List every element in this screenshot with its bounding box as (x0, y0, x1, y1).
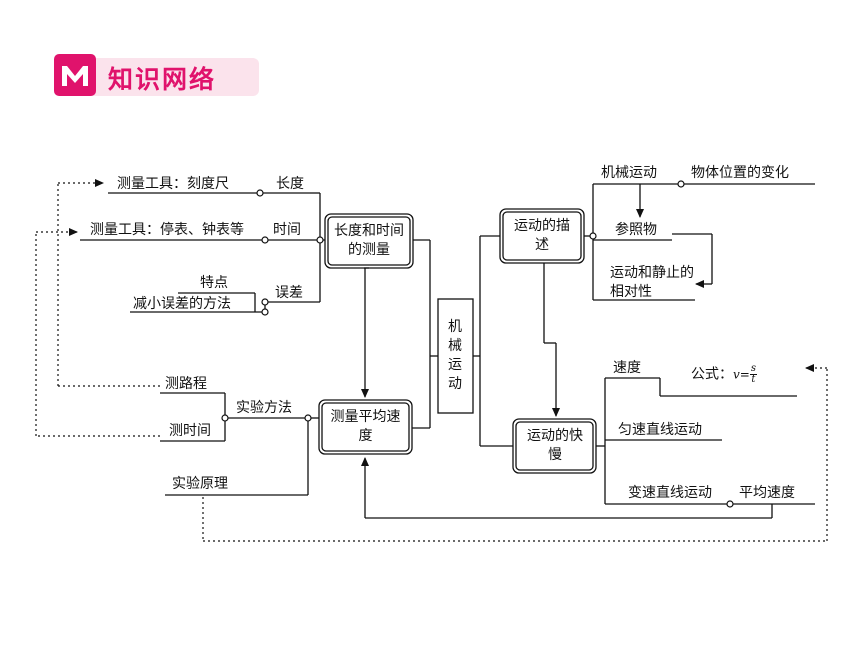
label-error: 误差 (275, 285, 303, 301)
formula-label: 公式： (691, 366, 733, 383)
box-mechanical-motion: 机械运动 (448, 319, 462, 392)
box-motion-description: 运动的描述 (514, 218, 570, 253)
label-reference: 参照物 (615, 222, 657, 238)
label-measure-time: 测时间 (169, 423, 211, 439)
label-experiment-principle: 实验原理 (172, 476, 228, 492)
label-speed: 速度 (613, 360, 641, 376)
label-tool-length: 测量工具：刻度尺 (117, 176, 229, 192)
label-variable-motion: 变速直线运动 (628, 485, 712, 501)
label-average-speed: 平均速度 (739, 485, 795, 501)
knowledge-icon (54, 54, 96, 96)
page-title: 知识网络 (108, 65, 217, 94)
box-length-time: 长度和时间的测量 (334, 223, 404, 258)
label-measure-distance: 测路程 (165, 376, 207, 392)
label-mechanical-motion: 机械运动 (601, 165, 657, 181)
label-experiment-method: 实验方法 (236, 400, 292, 416)
box-motion-speed: 运动的快慢 (527, 428, 583, 463)
label-relativity: 运动和静止的相对性 (610, 265, 694, 300)
box-average-speed: 测量平均速度 (330, 409, 401, 444)
label-position-change: 物体位置的变化 (691, 165, 789, 181)
formula-lhs: v= (733, 367, 750, 382)
label-time: 时间 (273, 222, 301, 238)
label-tool-time: 测量工具：停表、钟表等 (90, 222, 244, 238)
formula-numerator: s (749, 363, 757, 375)
formula-denominator: t (751, 374, 756, 385)
label-uniform-motion: 匀速直线运动 (618, 422, 702, 438)
label-feature: 特点 (200, 275, 228, 291)
label-reduce-error: 减小误差的方法 (133, 296, 231, 312)
label-length: 长度 (276, 176, 304, 192)
